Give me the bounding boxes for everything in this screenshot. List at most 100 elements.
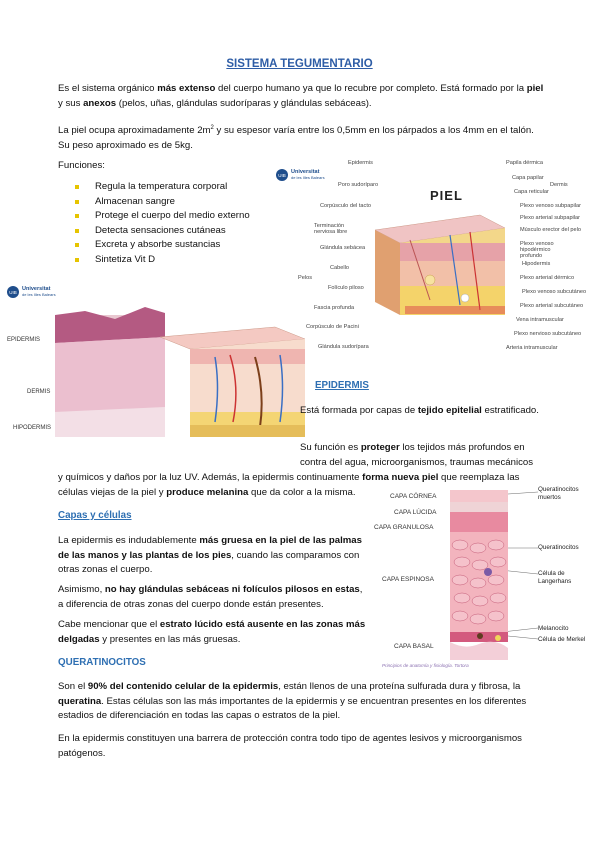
bold-run: estrato lúcido está ausente en las zonas… <box>58 619 366 645</box>
label-foliculo: Folículo piloso <box>328 285 364 291</box>
text-run: y su espesor varía entre los 0,5mm en lo… <box>213 125 534 137</box>
epidermis-layers-figure: CAPA CÓRNEA CAPA LÚCIDA CAPA GRANULOSA C… <box>372 484 594 672</box>
list-item: Almacenan sangre <box>75 195 285 210</box>
label-glandula-sebacea: Glándula sebácea <box>320 245 366 251</box>
text-run: Está formada por capas de <box>300 405 418 416</box>
label-capa-basal: CAPA BASAL <box>394 643 434 650</box>
funciones-list: Regula la temperatura corporal Almacenan… <box>75 180 285 267</box>
text-run: . Estas células son las más importantes … <box>58 695 527 722</box>
capas-paragraph-3: Cabe mencionar que el estrato lúcido est… <box>58 618 368 647</box>
label-epidermis: Epidermis <box>348 160 373 166</box>
text-run: , cuando las comparamos con otras zonas … <box>58 549 360 576</box>
bold-run: piel <box>526 83 544 94</box>
list-item: Regula la temperatura corporal <box>75 180 285 195</box>
label-cabello: Cabello <box>330 265 349 271</box>
label-plexo-arterial-subcutaneo: Plexo arterial subcutáneo <box>520 303 584 309</box>
text-run: , están llenos de una proteína sulfurada… <box>278 681 521 692</box>
text-run: La piel ocupa aproximadamente 2m <box>58 125 211 137</box>
label-capa-granulosa: CAPA GRANULOSA <box>374 524 434 531</box>
label-plexo-venoso-hipodermico: Plexo venoso hipodérmico profundo <box>520 241 554 259</box>
label-plexo-venoso-subcutaneo: Plexo venoso subcutáneo <box>522 289 587 295</box>
text-run: Su función es <box>300 442 361 453</box>
text-run: del cuerpo humano ya que lo recubre por … <box>215 83 527 94</box>
page-title: SISTEMA TEGUMENTARIO <box>226 58 373 70</box>
logo-name: Universitat <box>22 286 51 292</box>
epidermis-heading: EPIDERMIS <box>315 380 369 391</box>
histology-illustration <box>55 307 305 437</box>
layers-illustration <box>450 490 508 660</box>
epidermis-paragraph-2: Su función es proteger los tejidos más p… <box>300 441 545 470</box>
label-capa-lucida: CAPA LÚCIDA <box>394 509 437 516</box>
label-erector: Músculo erector del pelo <box>520 227 581 233</box>
bold-run: 90% del contenido celular de la epidermi… <box>87 681 279 692</box>
logo-name: Universitat <box>291 169 320 175</box>
label-melanocito: Melanocito <box>538 625 569 632</box>
label-corpusculo-tacto: Corpúsculo del tacto <box>320 203 371 209</box>
capas-paragraph-2: Asimismo, no hay glándulas sebáceas ni f… <box>58 583 368 612</box>
label-merkel: Célula de Merkel <box>538 636 586 643</box>
label-hipodermis: HIPODERMIS <box>13 425 52 431</box>
epidermis-paragraph-3: y químicos y daños por la luz UV. Además… <box>58 471 548 500</box>
text-run: (pelos, uñas, glándulas sudoríparas y gl… <box>116 97 372 109</box>
label-pelos: Pelos <box>298 275 312 281</box>
superscript: 2 <box>210 125 214 131</box>
leader-lines <box>508 491 538 640</box>
bold-run: anexos <box>83 97 117 109</box>
bold-run: no hay glándulas sebáceas ni folículos p… <box>104 584 360 595</box>
label-plexo-venoso-subpapilar: Plexo venoso subpapilar <box>520 203 581 209</box>
label-terminacion: Terminación nerviosa libre <box>314 223 348 235</box>
label-capa-reticular: Capa reticular <box>514 189 549 195</box>
text-run: que reemplaza las células viejas de la p… <box>58 472 520 498</box>
bold-run: produce melanina <box>166 486 249 498</box>
text-run: los tejidos más profundos en contra del … <box>300 442 534 468</box>
text-run: La epidermis es indudablemente <box>58 535 200 546</box>
text-run: Su peso aproximado es de 5kg. <box>58 139 193 151</box>
bold-run: más extenso <box>157 83 216 94</box>
text-run: Son el <box>58 681 88 692</box>
funciones-heading: Funciones: <box>58 160 105 171</box>
label-hipodermis: Hipodermis <box>522 261 551 267</box>
logo-sub: de les Illes Balears <box>22 292 56 297</box>
label-poro: Poro sudoríparo <box>338 182 379 188</box>
label-plexo-arterial-dermico: Plexo arterial dérmico <box>520 275 575 281</box>
label-dermis: Dermis <box>550 182 568 188</box>
label-papila: Papila dérmica <box>506 160 543 166</box>
bold-run: queratina <box>58 695 102 707</box>
bold-run: forma nueva piel <box>362 472 439 483</box>
intro-paragraph-2: La piel ocupa aproximadamente 2m2 y su e… <box>58 121 558 153</box>
queratinocitos-heading: QUERATINOCITOS <box>58 657 146 668</box>
capas-paragraph-1: La epidermis es indudablemente más grues… <box>58 534 368 578</box>
queratinocitos-paragraph-2: En la epidermis constituyen una barrera … <box>58 733 522 759</box>
label-plexo-nervioso: Plexo nervioso subcutáneo <box>514 331 582 337</box>
list-item: Protege el cuerpo del medio externo <box>75 209 285 224</box>
bold-run: tejido epitelial <box>417 405 482 416</box>
text-run: y químicos y daños por la luz UV. Además… <box>58 472 363 483</box>
queratinocitos-paragraph-1: Son el 90% del contenido celular de la e… <box>58 680 548 724</box>
figure-caption: Principios de anatomía y fisiología. Tor… <box>382 663 469 668</box>
university-seal-icon: UIB <box>276 169 288 181</box>
label-vena-intramuscular: Vena intramuscular <box>516 317 564 323</box>
label-fascia: Fascia profunda <box>314 305 355 311</box>
text-run: Es el sistema orgánico <box>58 83 158 94</box>
label-queratinocitos: Queratinocitos <box>538 544 579 551</box>
label-arteria-intramuscular: Arteria intramuscular <box>506 345 558 351</box>
text-run: Asimismo, <box>58 584 105 595</box>
intro-paragraph-1: Es el sistema orgánico más extenso del c… <box>58 82 548 111</box>
piel-title: PIEL <box>430 188 463 203</box>
skin-block-diagram <box>374 214 506 315</box>
list-item: Sintetiza Vit D <box>75 253 285 268</box>
label-queratinocitos-muertos: Queratinocitos muertos <box>538 486 579 501</box>
label-capa-espinosa: CAPA ESPINOSA <box>382 576 434 583</box>
text-run: y sus <box>58 97 84 109</box>
label-dermis: DERMIS <box>27 389 51 395</box>
bold-run: más gruesa en la piel de las palmas de l… <box>58 535 362 561</box>
logo-sub: de les Illes Balears <box>291 175 325 180</box>
text-run: , a diferencia de otras zonas del cuerpo… <box>58 584 363 610</box>
university-seal-icon: UIB <box>7 286 19 298</box>
label-epidermis: EPIDERMIS <box>7 337 41 343</box>
text-run: estratificado. <box>481 405 539 416</box>
